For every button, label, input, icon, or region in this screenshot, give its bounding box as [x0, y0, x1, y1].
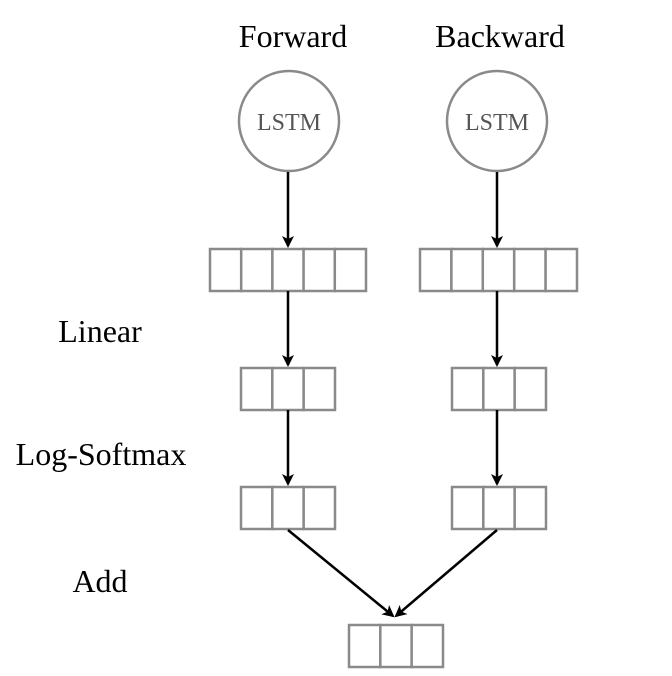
- vector-cell: [513, 485, 548, 531]
- vector-cell: [410, 623, 445, 669]
- vector-cell: [271, 247, 305, 293]
- vector-cell: [208, 247, 243, 293]
- backward-linear-output-vector: [450, 366, 548, 412]
- vector-cell: [379, 623, 413, 669]
- forward-lstm-output-vector: [208, 247, 368, 293]
- backward-lstm-node: LSTM: [445, 69, 549, 173]
- vector-cell: [333, 247, 368, 293]
- vector-cell: [450, 485, 485, 531]
- forward-log-softmax-output-vector: [239, 485, 337, 531]
- forward-lstm-node: LSTM: [237, 69, 341, 173]
- vector-cell: [302, 247, 337, 293]
- linear-label: Linear: [58, 313, 142, 349]
- add-output-vector: [347, 623, 445, 669]
- vector-cell: [450, 366, 485, 412]
- vector-cell: [482, 485, 516, 531]
- arrow-forward-to-add: [287, 529, 395, 618]
- backward-lstm-label: LSTM: [465, 110, 529, 136]
- vector-cell: [482, 366, 516, 412]
- vector-cell: [347, 623, 382, 669]
- vector-cell: [271, 366, 305, 412]
- vector-cell: [239, 366, 274, 412]
- vector-cell: [302, 485, 337, 531]
- forward-linear-output-vector: [239, 366, 337, 412]
- vector-cell: [481, 247, 516, 293]
- backward-title: Backward: [435, 18, 565, 54]
- vector-cell: [239, 247, 274, 293]
- vector-cell: [302, 366, 337, 412]
- vector-cell: [418, 247, 453, 293]
- vector-cell: [513, 366, 548, 412]
- vector-cell: [239, 485, 274, 531]
- log-softmax-label: Log-Softmax: [16, 436, 187, 472]
- vector-cell: [512, 247, 547, 293]
- vector-cell: [544, 247, 579, 293]
- vector-cell: [450, 247, 485, 293]
- forward-title: Forward: [239, 18, 347, 54]
- forward-lstm-label: LSTM: [257, 110, 321, 136]
- add-label: Add: [72, 563, 127, 599]
- backward-log-softmax-output-vector: [450, 485, 548, 531]
- vector-cell: [271, 485, 305, 531]
- backward-lstm-output-vector: [418, 247, 579, 293]
- arrow-backward-to-add: [394, 529, 498, 618]
